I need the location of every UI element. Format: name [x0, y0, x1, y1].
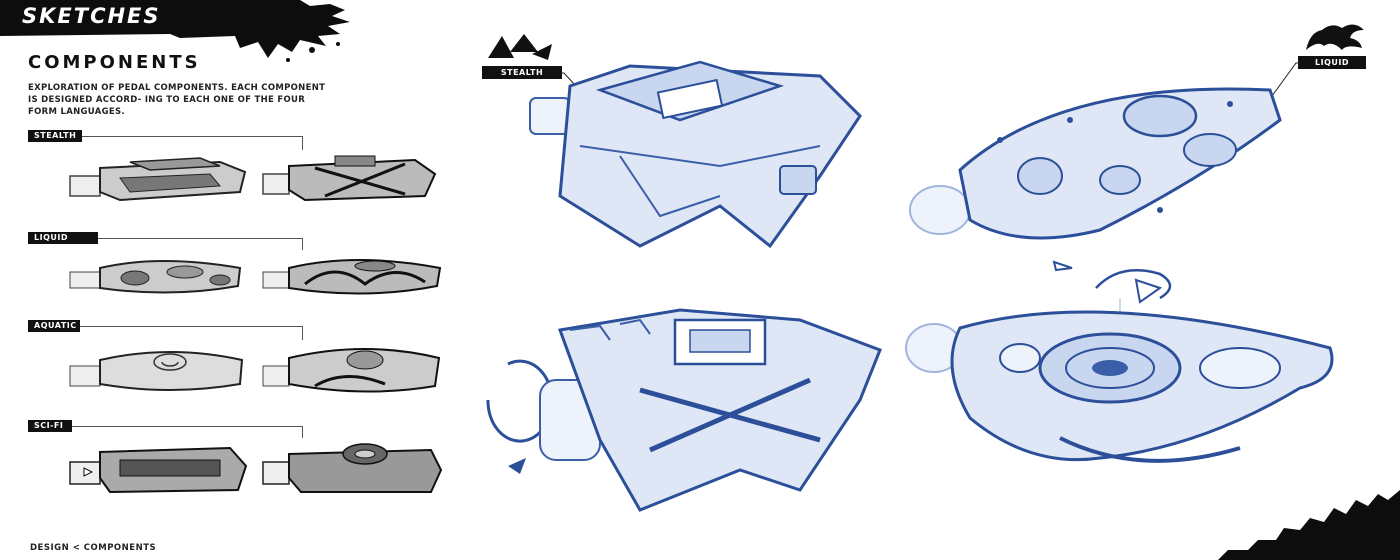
row-divider — [98, 238, 302, 239]
aquatic-pedal-sketch — [900, 258, 1350, 498]
stealth-logo-icon — [486, 30, 556, 62]
row-label-stealth: STEALTH — [28, 130, 82, 142]
intro-text: EXPLORATION OF PEDAL COMPONENTS. EACH CO… — [28, 83, 326, 117]
liquid-metal-sketch-1 — [60, 250, 250, 314]
row-divider-drop — [302, 426, 303, 438]
sci-fi-sketch-1 — [60, 436, 250, 500]
row-divider-drop — [302, 136, 303, 150]
sci-fi-pedal-sketch — [480, 290, 900, 520]
row-divider — [72, 426, 302, 427]
page-title: COMPONENTS — [28, 52, 201, 73]
stealth-sketch-2 — [255, 148, 445, 212]
row-label-aquatic: AQUATIC — [28, 320, 80, 332]
callout-leader-liquid-metal — [1271, 62, 1300, 97]
aquatic-sketch-2 — [255, 338, 445, 402]
footer-breadcrumb: DESIGN < COMPONENTS — [30, 543, 157, 553]
liquid-metal-sketch-2 — [255, 250, 445, 314]
corner-brush-stroke — [1218, 490, 1400, 560]
stealth-pedal-sketch — [520, 46, 880, 266]
header-brush-stroke — [0, 0, 360, 72]
sci-fi-sketch-2 — [255, 436, 445, 500]
liquid-metal-pedal-sketch — [900, 60, 1290, 260]
aquatic-sketch-1 — [60, 338, 250, 402]
liquid-metal-logo-icon — [1302, 18, 1368, 54]
stealth-sketch-1 — [60, 148, 250, 212]
callout-label-liquid-metal: LIQUID METAL — [1298, 56, 1366, 80]
row-label-liquid-metal: LIQUID METAL — [28, 232, 98, 254]
row-label-sci-fi: SCI-FI — [28, 420, 72, 432]
section-title: SKETCHES — [22, 4, 161, 28]
row-divider-drop — [302, 326, 303, 340]
row-divider — [80, 326, 302, 327]
callout-label-stealth: STEALTH — [482, 66, 562, 79]
row-divider-drop — [302, 238, 303, 250]
row-divider — [82, 136, 302, 137]
